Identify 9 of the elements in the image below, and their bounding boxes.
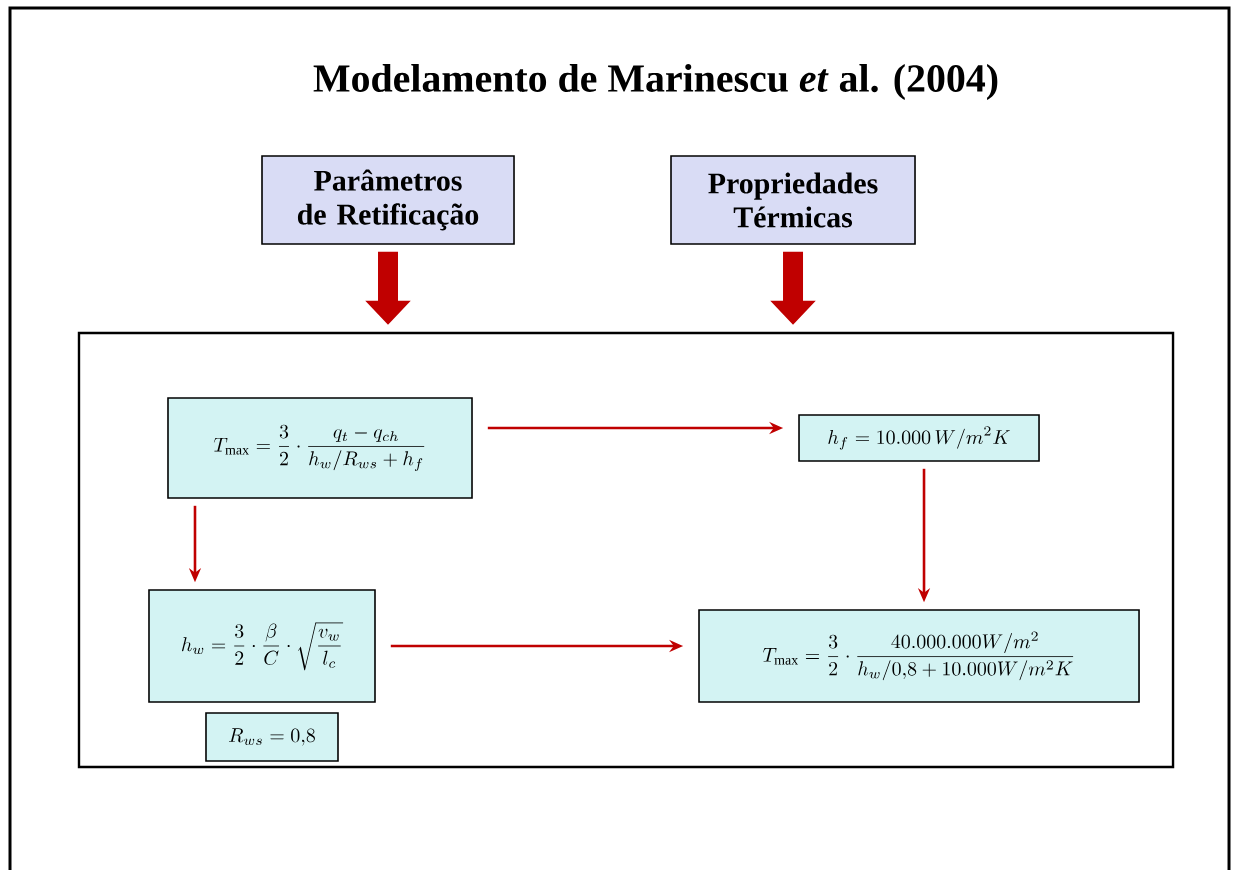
formula-box: $T_{\max}=\frac{3}{2}\cdot\frac{q_t-q_{ch}}{h_w/R_{ws}+h_f}$ bbox=[167, 397, 473, 499]
formula-box: $R_{ws}=0{,}8$ bbox=[205, 712, 339, 762]
heading-box: Propriedades Térmicas bbox=[670, 155, 916, 245]
title: Modelamento de Marinescu et al. (2004) bbox=[313, 63, 998, 101]
formula-box: $h_f=10.000\,W/m^2K$ bbox=[798, 414, 1040, 462]
formula-box: $h_w=\frac{3}{2}\cdot\frac{\beta}{C}\cdot\sqrt{\frac{v_w}{l_c}}$ bbox=[148, 589, 376, 703]
formula-box: $T_{\max}=\frac{3}{2}\cdot\frac{40.000.000W/m^2}{h_w/0{,}8+10.000W/m^2K}$ bbox=[698, 609, 1140, 703]
heading-box: Parâmetros de Retificação bbox=[261, 155, 515, 245]
frame-box bbox=[77, 331, 1175, 769]
